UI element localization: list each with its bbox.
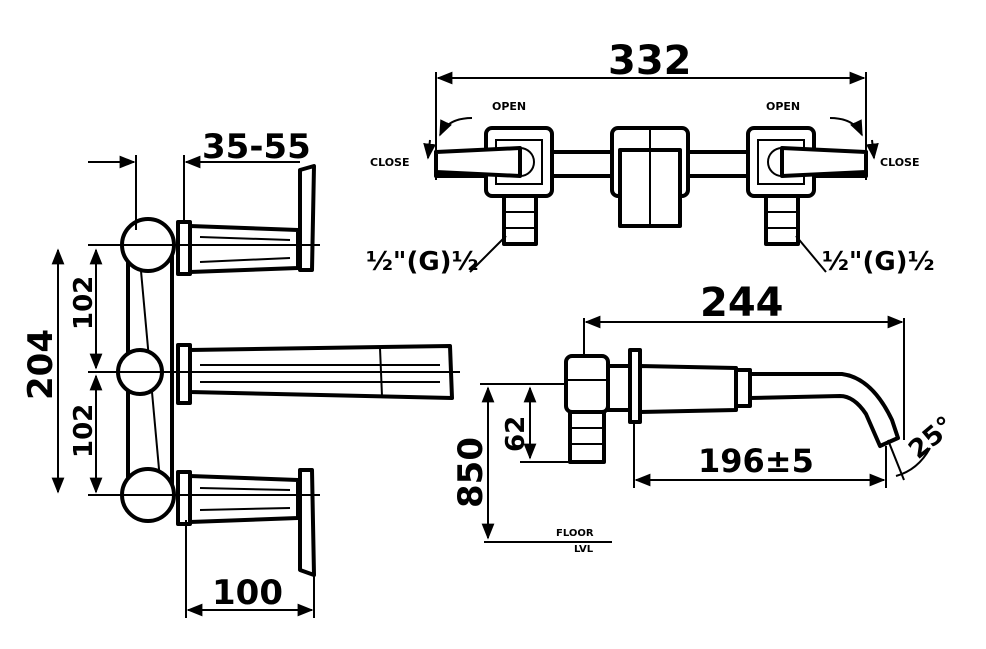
dim-handle-offset: 100 [212, 573, 283, 613]
dim-spout-length: 244 [700, 280, 784, 326]
dim-overall-width: 332 [608, 38, 692, 84]
label-open-left: OPEN [492, 100, 526, 113]
label-close-right: CLOSE [880, 156, 919, 169]
top-view: 332 OPEN OPEN CLOSE CLOSE [366, 38, 934, 277]
front-view: 35-55 204 102 102 100 [21, 127, 460, 618]
dim-spout-projection: 196±5 [698, 442, 814, 480]
dim-depth-range: 35-55 [202, 127, 311, 167]
label-close-left: CLOSE [370, 156, 409, 169]
label-floor: FLOOR [556, 528, 594, 539]
dim-spacing-lower: 102 [69, 404, 99, 458]
dim-inlet-height: 62 [501, 416, 531, 452]
label-thread-left: ½"(G)½ [366, 247, 478, 277]
dim-install-height: 850 [451, 437, 491, 508]
dim-spacing-upper: 102 [69, 276, 99, 330]
label-floor-level: LVL [574, 544, 594, 555]
dim-spacing-total: 204 [21, 329, 61, 400]
side-view: 244 62 850 FLOOR LVL 196±5 25° [451, 280, 960, 555]
label-open-right: OPEN [766, 100, 800, 113]
label-thread-right: ½"(G)½ [822, 247, 934, 277]
dim-spout-angle: 25° [903, 411, 960, 466]
